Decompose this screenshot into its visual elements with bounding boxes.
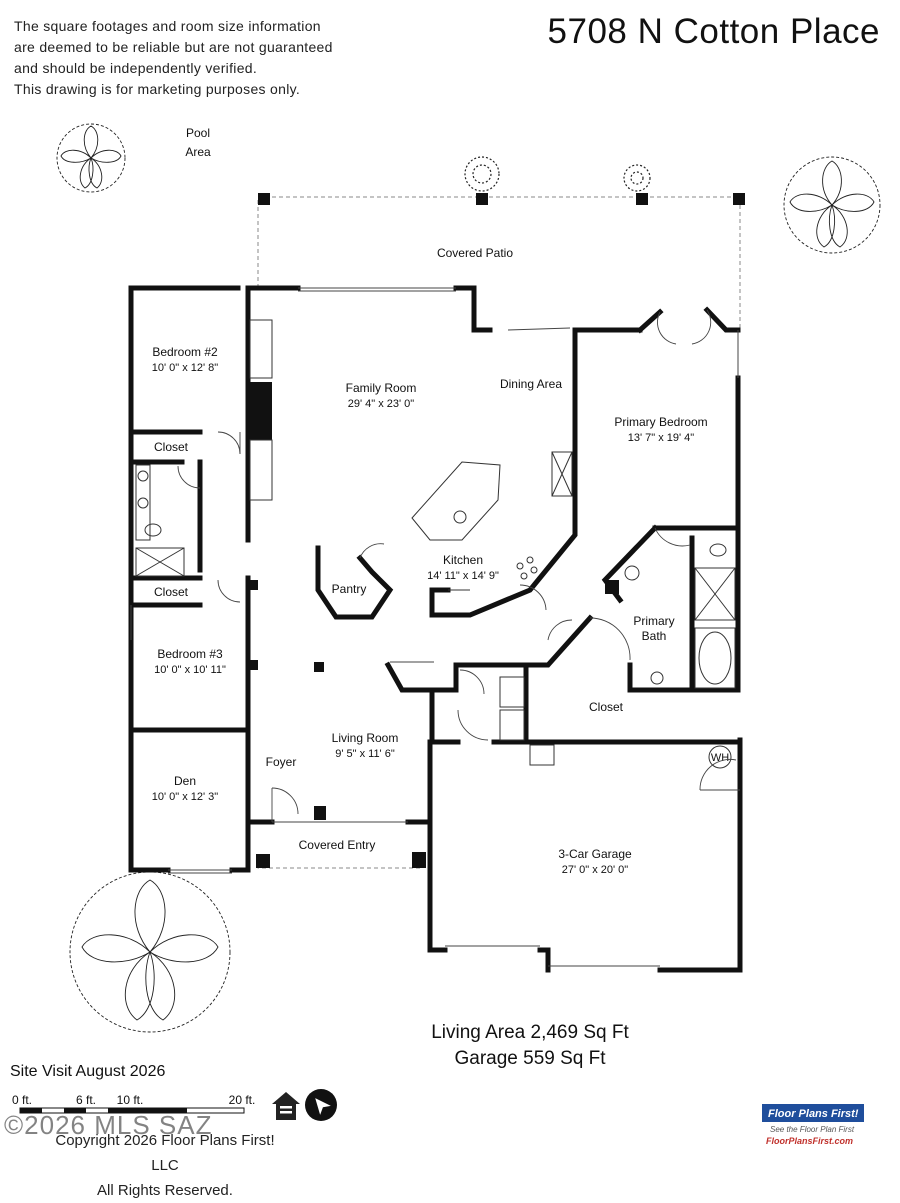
fixtures [135,319,736,766]
kitchen-dims: 14' 11" x 14' 9" [427,570,499,582]
stove-icon [516,556,538,580]
garage-area: Garage 559 Sq Ft [454,1048,606,1069]
disclaimer-line: The square footages and room size inform… [14,18,321,34]
bedroom3-label: Bedroom #3 [157,647,223,661]
scale-bar: 0 ft. 6 ft. 10 ft. 20 ft. [12,1093,256,1114]
shrub-icon [623,164,651,192]
logo-url: FloorPlansFirst.com [766,1136,853,1146]
covered-entry-label: Covered Entry [299,838,376,852]
north-arrow-icon [305,1089,337,1121]
scale-label: 0 ft. [12,1093,32,1107]
disclaimer: The square footages and room size inform… [14,16,359,100]
primary-bath-label: Primary [633,614,674,628]
scale-label: 10 ft. [117,1093,144,1107]
logo-tagline: See the Floor Plan First [770,1125,855,1134]
pantry-label: Pantry [332,582,367,596]
closet-label: Closet [154,585,189,599]
shrub-icon [464,156,500,192]
scale-label: 6 ft. [76,1093,96,1107]
wall-blocks [248,382,619,868]
site-visit-date: Site Visit August 2026 [10,1063,166,1080]
rights-line: All Rights Reserved. [97,1182,233,1199]
sink-icon [137,470,664,685]
copyright-line: Copyright 2026 Floor Plans First! LLC [55,1132,275,1174]
kitchen-label: Kitchen [443,553,483,567]
door-swings [177,309,740,822]
pool-area-label: Pool [186,126,210,140]
bedroom2-label: Bedroom #2 [152,345,218,359]
den-label: Den [174,774,196,788]
logo-title: Floor Plans First! [768,1108,859,1120]
living-area: Living Area 2,469 Sq Ft [431,1022,629,1043]
room-labels: Pool Area Covered Patio Bedroom #2 10' 0… [152,126,708,876]
living-room-dims: 9' 5" x 11' 6" [335,748,395,760]
patio-outline [257,196,741,869]
toilet-icon [144,523,727,557]
primary-closet-label: Closet [589,700,624,714]
disclaimer-line: are deemed to be reliable but are not gu… [14,39,333,55]
tree-icon [56,123,126,193]
water-heater-label: WH [711,752,729,764]
garage-label: 3-Car Garage [558,847,632,861]
walls [128,285,743,973]
patio-posts [258,193,745,205]
mls-watermark: ©2026 MLS SAZ [4,1110,213,1140]
area-summary: Living Area 2,469 Sq Ft Garage 559 Sq Ft [330,1020,730,1072]
property-address: 5708 N Cotton Place [547,12,880,51]
bedroom3-dims: 10' 0" x 10' 11" [154,664,226,676]
pool-area-label: Area [185,145,211,159]
closet-label: Closet [154,440,189,454]
primary-bedroom-label: Primary Bedroom [614,415,707,429]
scale-label: 20 ft. [229,1093,256,1107]
family-room-label: Family Room [346,381,417,395]
windows [130,287,739,967]
primary-bath-label: Bath [642,629,667,643]
garage-dims: 27' 0" x 20' 0" [562,864,629,876]
tree-icon [783,156,881,254]
primary-bedroom-dims: 13' 7" x 19' 4" [628,432,695,444]
disclaimer-line: This drawing is for marketing purposes o… [14,81,301,97]
floor-plans-first-logo: Floor Plans First! See the Floor Plan Fi… [762,1104,864,1146]
foyer-label: Foyer [266,755,297,769]
disclaimer-line: and should be independently verified. [14,60,258,76]
covered-patio-label: Covered Patio [437,246,513,260]
water-heater-icon: WH [708,745,732,769]
family-room-dims: 29' 4" x 23' 0" [348,398,415,410]
tree-icon [69,871,231,1033]
equal-housing-icon [272,1092,300,1120]
bedroom2-dims: 10' 0" x 12' 8" [152,362,219,374]
den-dims: 10' 0" x 12' 3" [152,791,219,803]
bathtub-icon [698,631,732,685]
living-room-label: Living Room [332,731,399,745]
dining-area-label: Dining Area [500,377,562,391]
